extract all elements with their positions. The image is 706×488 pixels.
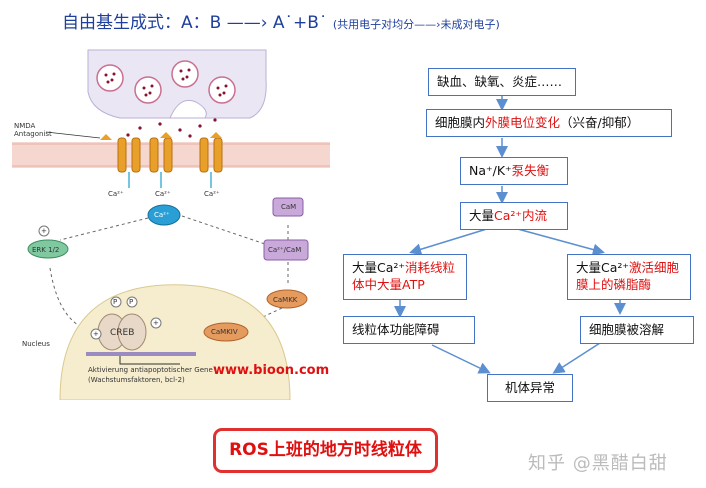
flow-text-atp-a: 大量Ca²⁺ [352, 260, 405, 275]
label-p2: P [129, 298, 134, 306]
label-antagonist: Antagonist [14, 130, 52, 138]
dna-strand [86, 352, 196, 356]
flow-text-influx-a: 大量 [469, 208, 495, 223]
gene-arrow [119, 356, 180, 365]
label-camkiv: CaMKIV [211, 328, 238, 336]
label-gene-1: Aktivierung antiapoptotischer Gene [88, 366, 213, 374]
flow-box-causes: 缺血、缺氧、炎症…… [428, 68, 576, 96]
ros-callout: ROS上班的地方时线粒体 [213, 428, 438, 473]
flow-text-influx-red: Ca²⁺内流 [494, 208, 548, 223]
title-main: 自由基生成式：A：B ——› A˙+B˙ [62, 13, 328, 33]
flowchart-arrows [394, 95, 626, 374]
label-plus-creb: + [93, 330, 99, 338]
flow-text-mito: 线粒体功能障碍 [352, 322, 440, 337]
label-nucleus: Nucleus [22, 340, 50, 348]
erk-node [27, 239, 69, 259]
ca-cam-node [263, 239, 309, 261]
label-gene-2: (Wachstumsfaktoren, bcl-2) [88, 376, 185, 384]
vesicle-release [169, 99, 207, 119]
label-cam: CaM [281, 203, 297, 211]
camkiv-node [203, 322, 249, 342]
label-plus-camkiv: + [153, 319, 159, 327]
antagonist-pointer [45, 131, 101, 139]
label-plus-erk: + [41, 227, 47, 235]
flow-text-atp-red2: 体中大量ATP [352, 277, 425, 292]
ca-increase-node [147, 204, 181, 226]
cam-node [272, 197, 304, 217]
antagonist-molecules [100, 132, 222, 140]
flow-box-phospholipase: 大量Ca²⁺激活细胞 膜上的磷脂酶 [567, 254, 691, 300]
vesicles [96, 60, 236, 104]
nmda-channels [117, 137, 223, 173]
flow-text-causes: 缺血、缺氧、炎症…… [437, 74, 563, 89]
creb-right [117, 313, 147, 351]
phospho-p2 [126, 296, 138, 308]
flow-text-lipase-red1: 激活细胞 [629, 260, 680, 275]
plus-circle-camkiv [150, 317, 162, 329]
label-erk: ERK 1/2 [32, 246, 60, 254]
ca-influx-arrows [128, 172, 212, 188]
plus-circle-creb [90, 328, 102, 340]
label-ca-3: Ca²⁺ [204, 190, 220, 198]
nmda-pathway-diagram [12, 49, 330, 400]
flow-box-atp-consumption: 大量Ca²⁺消耗线粒 体中大量ATP [343, 254, 467, 300]
flow-box-membrane-potential: 细胞膜内外膜电位变化（兴奋/抑郁） [426, 109, 672, 137]
flow-text-pump-red: 泵失衡 [511, 163, 550, 178]
flow-box-mitochondria-dysfunction: 线粒体功能障碍 [343, 316, 475, 344]
label-creb: CREB [110, 328, 135, 338]
flow-text-lipase-red2: 膜上的磷脂酶 [576, 277, 652, 292]
flow-text-dissolved: 细胞膜被溶解 [589, 322, 665, 337]
label-ca-cam: Ca²⁺/CaM [268, 246, 302, 254]
flow-box-calcium-influx: 大量Ca²⁺内流 [460, 202, 568, 230]
flow-text-lipase-a: 大量Ca²⁺ [576, 260, 629, 275]
label-nmda: NMDA [14, 122, 36, 130]
page-title: 自由基生成式：A：B ——› A˙+B˙ (共用电子对均分——›未成对电子) [62, 8, 500, 33]
flow-box-body-abnormality: 机体异常 [487, 374, 573, 402]
watermark: 知乎 @黑醋白甜 [528, 453, 668, 474]
plus-circle-erk [38, 225, 50, 237]
flow-text-pump-a: Na⁺/K⁺ [469, 163, 512, 178]
phospho-p1 [110, 296, 122, 308]
flow-box-pump-imbalance: Na⁺/K⁺泵失衡 [460, 157, 568, 185]
flow-box-membrane-dissolved: 细胞膜被溶解 [580, 316, 694, 344]
flow-text-atp-red1: 消耗线粒 [405, 260, 456, 275]
nucleus [59, 284, 291, 400]
flow-text-membrane-a: 细胞膜内 [435, 115, 486, 130]
neurotransmitter-dots [104, 68, 228, 138]
flow-text-abnormal: 机体异常 [504, 380, 555, 395]
label-ca-2: Ca²⁺ [155, 190, 171, 198]
source-url: www.bioon.com [213, 363, 330, 378]
label-camkk: CaMKK [273, 296, 298, 304]
camkk-node [266, 289, 308, 309]
label-p1: P [113, 298, 118, 306]
label-ca-1: Ca²⁺ [108, 190, 124, 198]
title-sub: (共用电子对均分——›未成对电子) [332, 18, 500, 31]
label-ca-increase: Ca²⁺ [154, 211, 170, 219]
flow-text-membrane-red: 外膜电位变化 [485, 115, 561, 130]
flow-text-membrane-b: （兴奋/抑郁） [560, 115, 640, 130]
